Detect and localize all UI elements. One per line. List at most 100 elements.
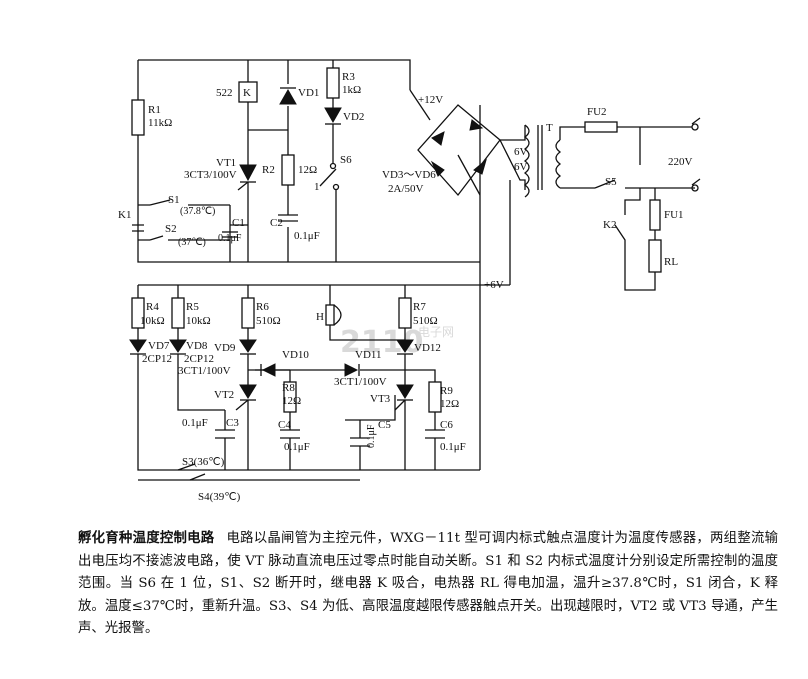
vd10-diode	[260, 363, 276, 377]
caption-title: 孵化育种温度控制电路	[78, 530, 215, 546]
r7-value: 510Ω	[413, 315, 438, 327]
vd10-label: VD10	[282, 349, 309, 361]
buzzer-h	[325, 304, 342, 326]
s6-pivot	[329, 162, 337, 170]
circuit-schematic: 2110 电子网 R1 11kΩ	[118, 59, 701, 503]
fu1-fuse	[649, 199, 661, 231]
caption-body: 电路以晶闸管为主控元件，WXG－11t 型可调内标式触点温度计为温度传感器，两组…	[78, 531, 779, 637]
vd9-label: VD9	[214, 342, 236, 354]
transformer-label: T	[546, 122, 553, 134]
c6-capacitor	[425, 429, 445, 439]
c2-label: C2	[270, 217, 283, 229]
vt1-thyristor	[237, 164, 257, 191]
r4-label: R4	[146, 301, 159, 313]
fu2-label: FU2	[587, 106, 607, 118]
r5-resistor	[171, 297, 185, 329]
k2-label: K2	[603, 219, 616, 231]
c5-value: 0.1μF	[366, 424, 377, 448]
r6-label: R6	[256, 301, 269, 313]
s2-temp: (37℃)	[178, 237, 206, 248]
k1-label: K1	[118, 209, 131, 221]
vd7-diode	[129, 339, 147, 355]
r1-resistor	[131, 99, 145, 136]
vd2-label: VD2	[343, 111, 364, 123]
vd8-label: VD8	[186, 340, 208, 352]
vd12-diode	[396, 339, 414, 355]
vt2-type: 3CT1/100V	[178, 365, 231, 377]
vt1-label: VT1	[216, 157, 236, 169]
c6-value: 0.1μF	[440, 441, 466, 453]
r8-value: 12Ω	[282, 395, 301, 407]
upper-wires	[137, 59, 526, 470]
c4-capacitor	[280, 429, 300, 439]
r7-resistor	[398, 297, 412, 329]
c5-label: C5	[378, 419, 391, 431]
vd11-label: VD11	[355, 349, 381, 361]
vd8-type: 2CP12	[184, 353, 214, 365]
bridge-rectifier	[417, 104, 501, 197]
heater-rl	[648, 239, 662, 273]
fu1-label: FU1	[664, 209, 684, 221]
r5-value: 10kΩ	[186, 315, 211, 327]
rl-label: RL	[664, 256, 678, 268]
c1-capacitor	[222, 231, 238, 238]
vd1-diode	[279, 87, 297, 105]
s6-label: S6	[340, 154, 352, 166]
relay-k-code: 522	[216, 87, 233, 99]
transformer-t	[523, 124, 595, 198]
s3-label: S3(36℃)	[182, 456, 225, 468]
vd1-label: VD1	[298, 87, 319, 99]
r8-label: R8	[282, 382, 295, 394]
r8-resistor	[283, 381, 297, 413]
figure-caption: 孵化育种温度控制电路电路以晶闸管为主控元件，WXG－11t 型可调内标式触点温度…	[78, 527, 778, 641]
vd7-label: VD7	[148, 340, 170, 352]
vd9-diode	[239, 339, 257, 355]
vd8-diode	[169, 339, 187, 355]
vt3-thyristor	[394, 384, 414, 411]
fu2-fuse	[584, 121, 618, 133]
secondary-v1: 6V	[514, 146, 528, 158]
vd12-label: VD12	[414, 342, 441, 354]
vt2-thyristor	[235, 384, 257, 411]
c4-value: 0.1μF	[284, 441, 310, 453]
s5-label: S5	[605, 176, 617, 188]
c1-value: 0.1μF	[218, 233, 242, 244]
r4-value: 10kΩ	[140, 315, 165, 327]
vt1-type: 3CT3/100V	[184, 169, 237, 181]
r5-label: R5	[186, 301, 199, 313]
r9-value: 12Ω	[440, 398, 459, 410]
r2-label: R2	[262, 164, 275, 176]
plus12v-label: +12V	[418, 94, 443, 106]
vd7-type: 2CP12	[142, 353, 172, 365]
c4-label: C4	[278, 419, 291, 431]
vt2-label: VT2	[214, 389, 234, 401]
r6-value: 510Ω	[256, 315, 281, 327]
r3-label: R3	[342, 71, 355, 83]
watermark-sub: 电子网	[418, 325, 454, 339]
c5-capacitor	[350, 437, 370, 447]
relay-k-label: K	[243, 87, 251, 99]
r6-resistor	[241, 297, 255, 329]
r3-value: 1kΩ	[342, 84, 361, 96]
r3-resistor	[326, 67, 340, 99]
r7-label: R7	[413, 301, 426, 313]
r4-resistor	[131, 297, 145, 329]
relay-k-coil	[238, 81, 258, 103]
plus6v-label: +6V	[484, 279, 504, 291]
c6-label: C6	[440, 419, 453, 431]
bridge-rating: 2A/50V	[388, 183, 424, 195]
r9-label: R9	[440, 385, 453, 397]
s1-temp: (37.8℃)	[180, 206, 215, 217]
secondary-v2: 6V	[514, 161, 528, 173]
c3-label: C3	[226, 417, 239, 429]
vd11-diode	[344, 363, 360, 377]
s6-pos-1: 1	[314, 181, 320, 193]
s4-label: S4(39℃)	[198, 491, 241, 503]
r2-value: 12Ω	[298, 164, 317, 176]
c1-label: C1	[232, 217, 245, 229]
mains-terminal-top[interactable]	[691, 123, 699, 131]
c3-value: 0.1μF	[182, 417, 208, 429]
r1-label: R1	[148, 104, 161, 116]
buzzer-label: H	[316, 311, 324, 323]
vt3-type: 3CT1/100V	[334, 376, 387, 388]
